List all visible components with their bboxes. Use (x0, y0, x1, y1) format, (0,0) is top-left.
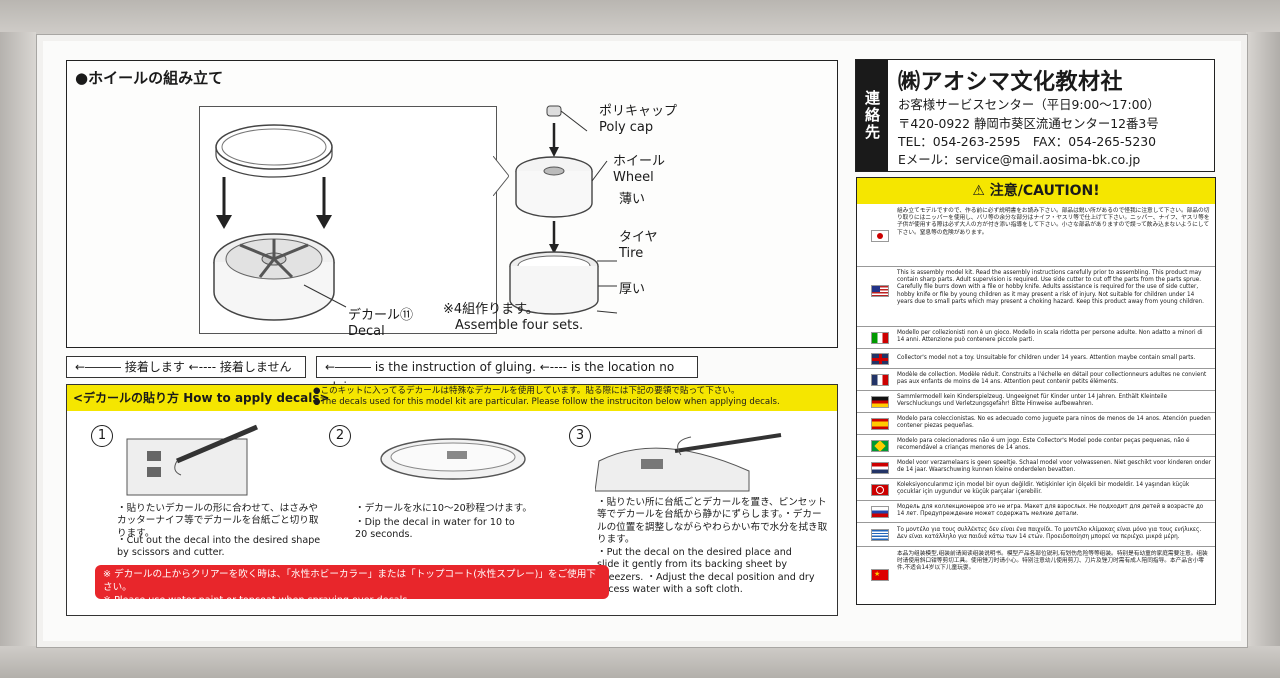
germany-flag-icon (871, 396, 889, 408)
thick-label: 厚い (619, 282, 646, 297)
caution-text-brazil: Modelo para colecionadores não é um jogo… (897, 438, 1190, 452)
contact-vertical-label: 連絡先 (856, 60, 888, 171)
wheel-label-jp: ホイール (613, 154, 666, 169)
greece-flag-icon (871, 529, 889, 541)
spain-flag-icon (871, 418, 889, 430)
caution-text-uk: Collector's model not a toy. Unsuitable … (897, 355, 1196, 361)
italy-flag-icon (871, 332, 889, 344)
japan-flag-icon (871, 230, 889, 242)
sets-label-en: Assemble four sets. (455, 318, 584, 333)
sets-label-jp: ※4組作ります。 (443, 302, 539, 317)
step-2-water-dish-illustration (380, 438, 526, 480)
polycap-label-jp: ポリキャップ (599, 104, 678, 119)
box-bottom-edge (0, 646, 1280, 678)
clear-coat-warning-jp: ※ デカールの上からクリアーを吹く時は、「水性ホビーカラー」または「トップコート… (103, 569, 596, 593)
caution-row-netherlands: Model voor verzamelaars is geen speeltje… (857, 456, 1215, 479)
caution-row-turkey: Koleksiyoncularımız için model bir oyun … (857, 478, 1215, 501)
tire-label-en: Tire (619, 246, 644, 261)
caution-section: ⚠ 注意/CAUTION! 組み立てモデルですので、作る前に必ず説明書をお読み下… (856, 177, 1216, 605)
usa-flag-icon (871, 285, 889, 297)
brazil-flag-icon (871, 440, 889, 452)
caution-row-uk: Collector's model not a toy. Unsuitable … (857, 348, 1215, 369)
step-3-text-jp: ・貼りたい所に台紙ごとデカールを置き、ピンセット等でデカールを台紙から静かにずら… (597, 497, 828, 546)
caution-row-russia: Модель для коллекционеров это не игра. М… (857, 500, 1215, 523)
caution-title: ⚠ 注意/CAUTION! (857, 178, 1215, 204)
box-top-edge (0, 0, 1280, 34)
netherlands-flag-icon (871, 462, 889, 474)
step-2-number: 2 (329, 425, 351, 447)
caution-text-russia: Модель для коллекционеров это не игра. М… (897, 504, 1204, 518)
caution-text-netherlands: Model voor verzamelaars is geen speeltje… (897, 460, 1211, 474)
glue-legend-jp: ←――― 接着します ←‐‐‐‐ 接着しません (66, 356, 306, 378)
wheel-label-en: Wheel (613, 170, 654, 185)
step-2-text-en: ・Dip the decal in water for 10 to 20 sec… (355, 517, 515, 541)
caution-text-turkey: Koleksiyoncularımız için model bir oyun … (897, 482, 1190, 496)
thin-label: 薄い (619, 192, 646, 207)
howto-note-en: ●The decals used for this model kit are … (313, 397, 780, 407)
step-3-number: 3 (569, 425, 591, 447)
caution-text-japan: 組み立てモデルですので、作る前に必ず説明書をお読み下さい。部品は鋭い所があるので… (897, 208, 1210, 236)
step-1-text-jp: ・貼りたいデカールの形に合わせて、はさみやカッターナイフ等でデカールを台紙ごと切… (117, 503, 319, 539)
decal-label-jp: デカール⑪ (348, 308, 414, 323)
caution-row-italy: Modello per collezionisti non è un gioco… (857, 326, 1215, 349)
callout-pointer (493, 156, 509, 196)
wheel-tire-illustration (509, 105, 618, 315)
caution-row-brazil: Modelo para colecionadores não é um jogo… (857, 434, 1215, 457)
russia-flag-icon (871, 506, 889, 518)
company-address: 〒420-0922 静岡市葵区流通センター12番3号 (898, 116, 1159, 131)
step-3-text-en: ・Put the decal on the desired place and … (597, 547, 815, 596)
caution-row-france: Modèle de collection. Modèle réduit. Con… (857, 368, 1215, 391)
caution-row-greece: Το μοντέλο για τους συλλέκτες δεν είναι … (857, 522, 1215, 547)
howto-label: <デカールの貼り方 How to apply decals> (73, 391, 330, 405)
step-1-number: 1 (91, 425, 113, 447)
caution-text-china: 本品为组装模型,组装前请阅读组装说明书。模型产品各部位锐利,有划伤危险等等组装。… (897, 551, 1208, 572)
polycap-label-en: Poly cap (599, 120, 654, 135)
step-2-text-jp: ・デカールを水に10〜20秒程つけます。 (355, 503, 532, 514)
step-3-apply-illustration (595, 433, 782, 492)
caution-row-china: ★ 本品为组装模型,组装前请阅读组装说明书。模型产品各部位锐利,有划伤危险等等组… (857, 546, 1215, 603)
decal-howto-section: <デカールの貼り方 How to apply decals> ●このキットに入っ… (66, 384, 838, 616)
glue-legend-en: ←――― is the instruction of gluing. ←‐‐‐‐… (316, 356, 698, 394)
wheel-assembly-section: ●ホイールの組み立て デカール⑪ Decal (66, 60, 838, 348)
china-flag-icon: ★ (871, 569, 889, 581)
clear-coat-warning: ※ デカールの上からクリアーを吹く時は、「水性ホビーカラー」または「トップコート… (95, 565, 609, 606)
step-1-text-en: ・Cut out the decal into the desired shap… (117, 535, 321, 559)
wheel-decal-callout: デカール⑪ Decal (199, 106, 497, 339)
company-email: Eメール：service@mail.aosima-bk.co.jp (898, 152, 1141, 167)
decal-label-en: Decal (348, 324, 385, 339)
caution-row-usa: This is assembly model kit. Read the ass… (857, 266, 1215, 327)
caution-text-italy: Modello per collezionisti non è un gioco… (897, 330, 1203, 344)
caution-text-france: Modèle de collection. Modèle réduit. Con… (897, 372, 1207, 386)
box-right-flap (1246, 32, 1280, 648)
company-name: ㈱アオシマ文化教材社 (898, 70, 1124, 95)
box-left-flap (0, 32, 36, 648)
contact-section: 連絡先 ㈱アオシマ文化教材社 お客様サービスセンター（平日9:00〜17:00）… (855, 59, 1215, 172)
clear-coat-warning-en: ※ Please use water paint or topcoat when… (103, 595, 411, 606)
step-1-cutting-illustration (126, 424, 258, 496)
caution-row-japan: 組み立てモデルですので、作る前に必ず説明書をお読み下さい。部品は鋭い所があるので… (857, 206, 1215, 266)
caution-row-spain: Modelo para coleccionistas. No es adecua… (857, 412, 1215, 435)
caution-text-spain: Modelo para coleccionistas. No es adecua… (897, 416, 1211, 430)
caution-row-germany: Sammlermodell kein Kinderspielzeug. Unge… (857, 390, 1215, 413)
tire-label-jp: タイヤ (619, 230, 658, 245)
turkey-flag-icon (871, 484, 889, 496)
caution-text-greece: Το μοντέλο για τους συλλέκτες δεν είναι … (897, 527, 1202, 541)
caution-text-usa: This is assembly model kit. Read the ass… (897, 270, 1204, 305)
uk-flag-icon (871, 353, 889, 365)
company-phone-fax: TEL：054-263-2595 FAX：054-265-5230 (898, 134, 1156, 149)
howto-header: <デカールの貼り方 How to apply decals> ●このキットに入っ… (67, 385, 837, 411)
france-flag-icon (871, 374, 889, 386)
wheel-decal-illustration (213, 124, 347, 321)
howto-note-jp: ●このキットに入ってるデカールは特殊なデカールを使用しています。貼る際には下記の… (313, 386, 740, 396)
caution-text-germany: Sammlermodell kein Kinderspielzeug. Unge… (897, 394, 1168, 408)
assembly-title: ●ホイールの組み立て (75, 69, 224, 87)
service-hours: お客様サービスセンター（平日9:00〜17:00） (898, 97, 1160, 112)
